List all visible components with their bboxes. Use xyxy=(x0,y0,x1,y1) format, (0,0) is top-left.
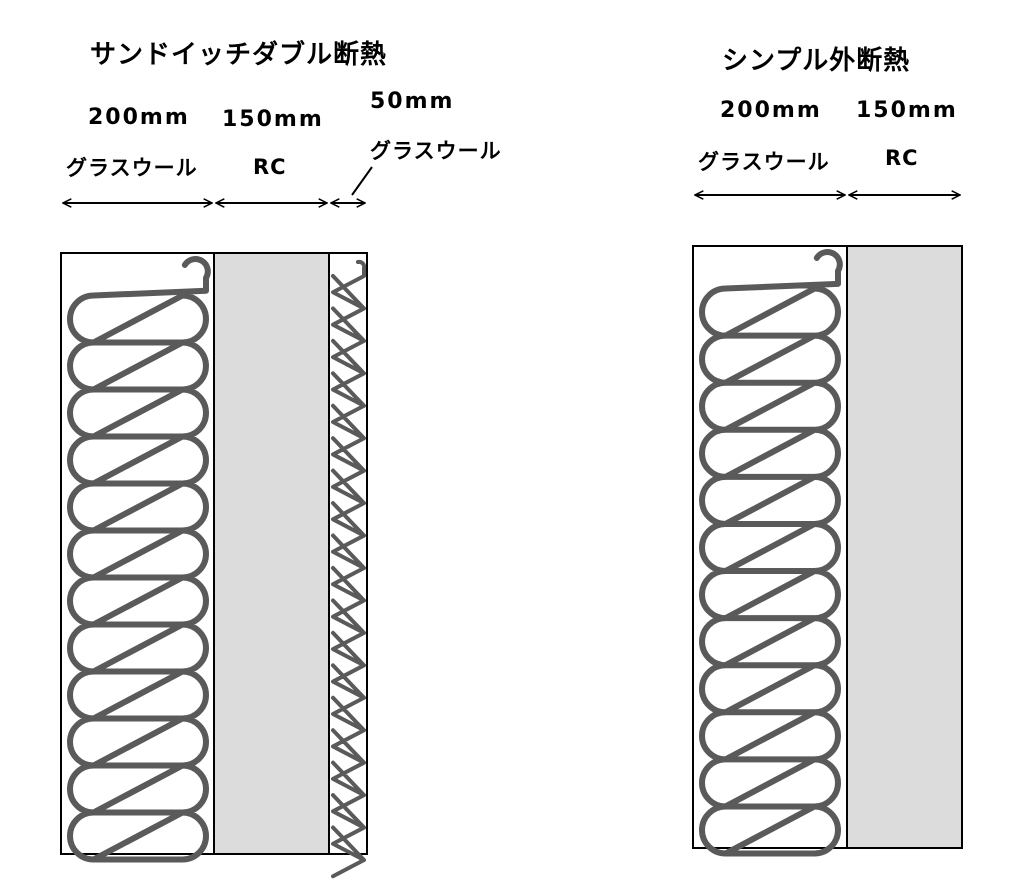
left-wall-section xyxy=(60,252,368,879)
right-layer1-thickness: 200mm xyxy=(720,98,822,123)
left-layer1-thickness: 200mm xyxy=(88,105,190,130)
left-concrete-layer xyxy=(213,252,330,855)
left-thin-insulation-coil xyxy=(331,259,367,879)
left-thick-insulation-coil xyxy=(67,256,211,863)
left-layer2-thickness: 150mm xyxy=(222,107,324,132)
left-layer3-thickness: 50mm xyxy=(370,89,455,114)
right-panel-title: シンプル外断熱 xyxy=(722,46,911,76)
right-insulation-coil xyxy=(699,249,843,857)
right-layer2-material: RC xyxy=(885,146,919,170)
left-layer3-leader-line xyxy=(351,166,373,196)
left-wall-outline xyxy=(60,252,368,855)
right-layer2-thickness: 150mm xyxy=(856,98,958,123)
left-layer3-material: グラスウール xyxy=(370,139,502,163)
left-panel-title: サンドイッチダブル断熱 xyxy=(90,40,388,70)
left-layer2-material: RC xyxy=(253,155,287,179)
right-wall-section xyxy=(692,245,963,857)
right-concrete-layer xyxy=(846,245,963,849)
left-layer1-material: グラスウール xyxy=(66,156,198,180)
right-layer1-material: グラスウール xyxy=(698,150,830,174)
